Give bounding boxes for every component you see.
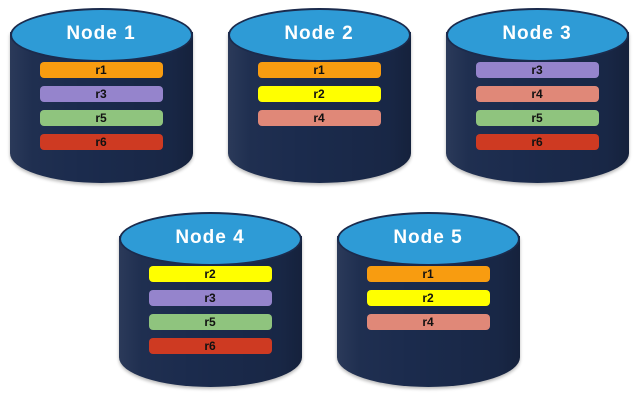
database-node[interactable]: Node 1 r1 r3 r5 r6	[9, 8, 193, 186]
record-bar[interactable]: r4	[257, 110, 381, 126]
node-title: Node 2	[284, 23, 354, 44]
record-bar[interactable]: r1	[39, 62, 163, 78]
record-bar[interactable]: r6	[148, 338, 272, 354]
record-bar[interactable]: r5	[475, 110, 599, 126]
record-bar[interactable]: r1	[366, 266, 490, 282]
node-title: Node 5	[393, 227, 463, 248]
record-list: r1 r2 r4	[366, 266, 490, 330]
node-title: Node 3	[502, 23, 572, 44]
node-row-top: Node 1 r1 r3 r5 r6 Node 2 r1 r2 r4 Node 3 r3 r4 r5 r6	[0, 8, 638, 186]
record-bar[interactable]: r4	[366, 314, 490, 330]
node-title: Node 4	[175, 227, 245, 248]
record-list: r2 r3 r5 r6	[148, 266, 272, 354]
record-bar[interactable]: r4	[475, 86, 599, 102]
cylinder-top-icon	[227, 8, 411, 62]
record-list: r1 r2 r4	[257, 62, 381, 126]
database-node[interactable]: Node 4 r2 r3 r5 r6	[118, 212, 302, 390]
database-node[interactable]: Node 2 r1 r2 r4	[227, 8, 411, 186]
record-bar[interactable]: r3	[39, 86, 163, 102]
node-title: Node 1	[66, 23, 136, 44]
record-bar[interactable]: r5	[148, 314, 272, 330]
record-bar[interactable]: r1	[257, 62, 381, 78]
node-row-bottom: Node 4 r2 r3 r5 r6 Node 5 r1 r2 r4	[0, 212, 638, 390]
record-bar[interactable]: r2	[257, 86, 381, 102]
cylinder-top-icon	[445, 8, 629, 62]
record-bar[interactable]: r6	[475, 134, 599, 150]
cylinder-top-icon	[9, 8, 193, 62]
record-bar[interactable]: r2	[148, 266, 272, 282]
record-bar[interactable]: r5	[39, 110, 163, 126]
record-bar[interactable]: r3	[148, 290, 272, 306]
cylinder-top-icon	[336, 212, 520, 266]
record-list: r1 r3 r5 r6	[39, 62, 163, 150]
database-node[interactable]: Node 3 r3 r4 r5 r6	[445, 8, 629, 186]
record-bar[interactable]: r6	[39, 134, 163, 150]
cylinder-top-icon	[118, 212, 302, 266]
record-bar[interactable]: r2	[366, 290, 490, 306]
database-node[interactable]: Node 5 r1 r2 r4	[336, 212, 520, 390]
cylinder-body	[227, 32, 411, 183]
record-bar[interactable]: r3	[475, 62, 599, 78]
record-list: r3 r4 r5 r6	[475, 62, 599, 150]
